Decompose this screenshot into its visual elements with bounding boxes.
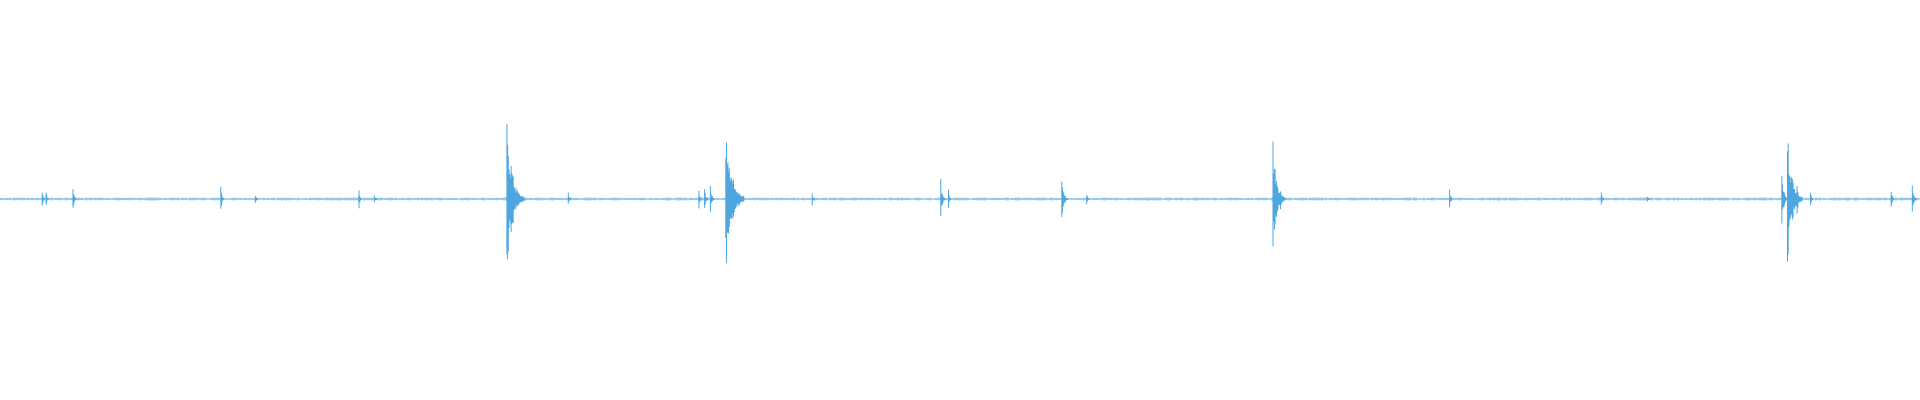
waveform-peak <box>254 195 258 203</box>
waveform-peak <box>1280 191 1284 210</box>
waveform-peak <box>1890 191 1895 207</box>
waveform-peak <box>72 189 77 208</box>
waveform-peak <box>1646 197 1650 202</box>
waveform-peak <box>940 179 946 217</box>
waveform-peak <box>948 189 952 208</box>
waveform-peak <box>1449 189 1453 208</box>
waveform-peak <box>1796 186 1802 214</box>
waveform-peak <box>731 179 737 216</box>
waveform-peaks <box>0 124 1919 263</box>
waveform-peak <box>1781 176 1788 224</box>
waveform-peak <box>45 192 49 205</box>
waveform-peak <box>811 193 815 206</box>
waveform-peak <box>510 178 517 223</box>
waveform-peak <box>567 192 571 204</box>
waveform-peak <box>709 185 715 212</box>
waveform-peak <box>1600 192 1604 205</box>
waveform-peak <box>1911 185 1917 212</box>
waveform-peak <box>704 189 708 208</box>
waveform-peak <box>1787 143 1803 262</box>
waveform-peak <box>373 195 377 203</box>
waveform-peak <box>41 192 45 206</box>
waveform-peak <box>698 190 702 209</box>
waveform-peak <box>725 142 745 263</box>
waveform-peak <box>220 186 225 209</box>
waveform-peak <box>506 124 525 260</box>
waveform-peak <box>1272 141 1286 247</box>
waveform-peak <box>1086 195 1090 205</box>
waveform-peak <box>1061 181 1068 217</box>
waveform-peak <box>1810 192 1814 206</box>
waveform-peak <box>358 190 362 209</box>
